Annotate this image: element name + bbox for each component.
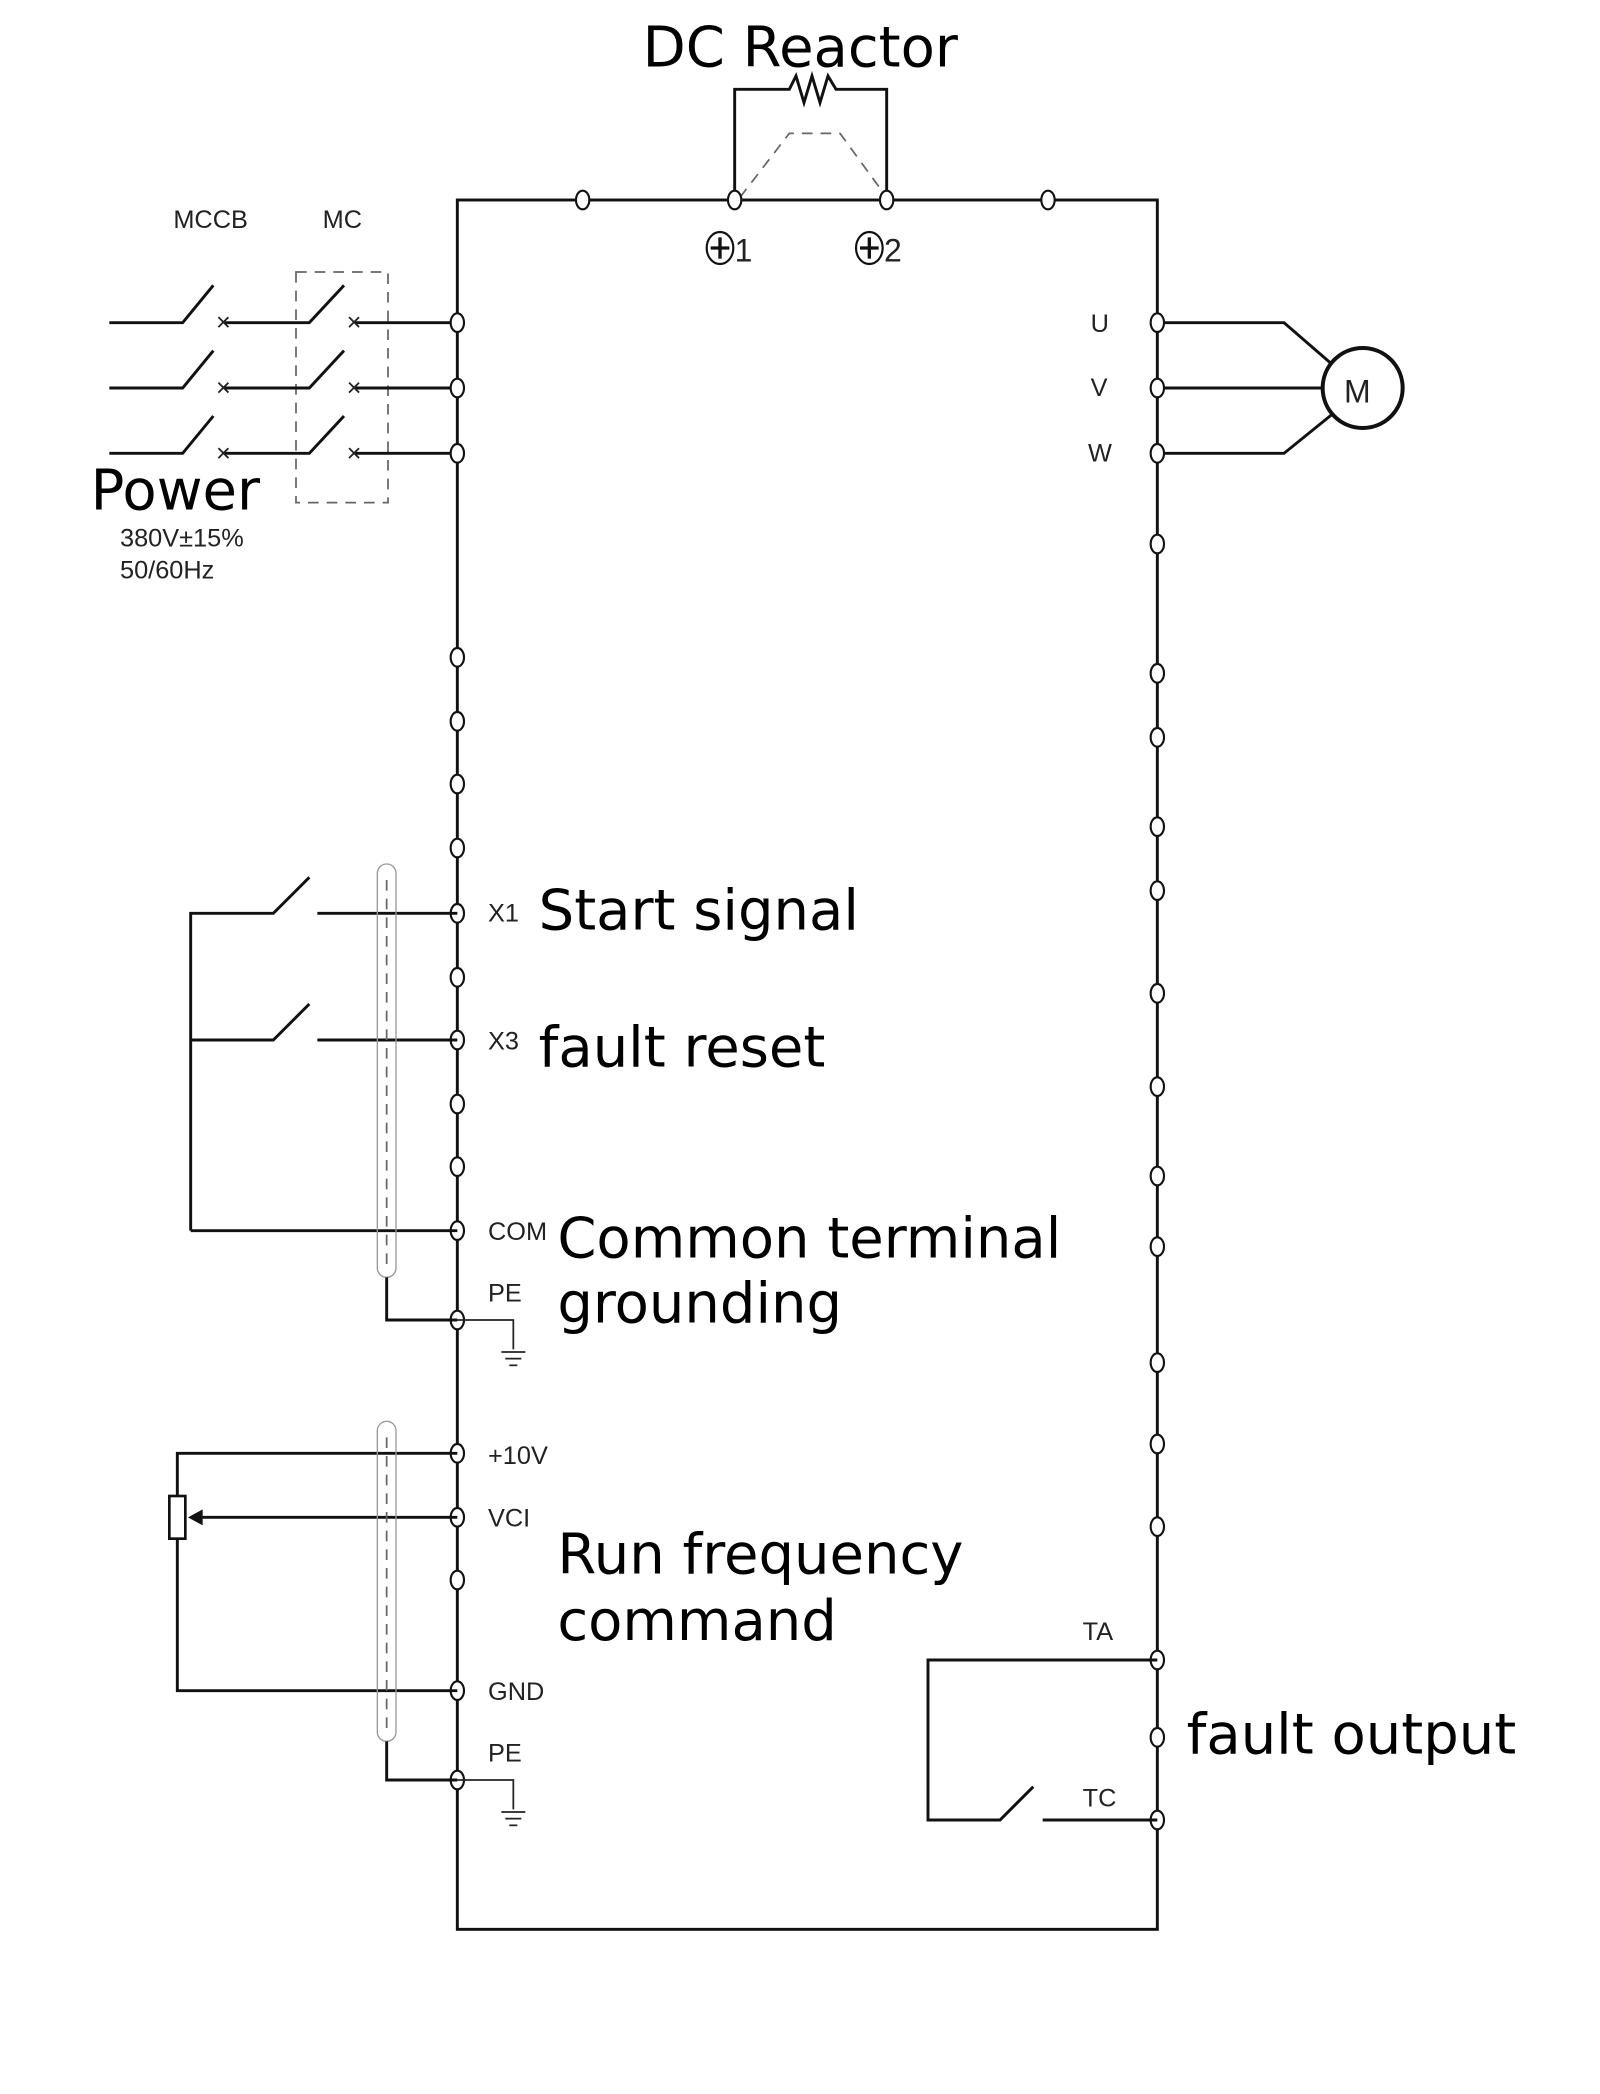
x1-label: X1 [488,899,519,927]
grounding-annotation: grounding [557,1272,842,1337]
shielded-cable-1 [376,863,458,1322]
v10-label: +10V [488,1442,548,1470]
diagram-title: DC Reactor [643,16,959,81]
fault-output-annotation: fault output [1187,1702,1517,1767]
svg-text:×: × [216,374,231,402]
shielded-cable-2 [376,1420,458,1782]
svg-text:×: × [216,309,231,337]
svg-text:×: × [216,439,231,467]
motor-wires [1164,321,1335,455]
pe2-label: PE [488,1739,522,1767]
svg-text:×: × [347,374,362,402]
phase-u-label: U [1091,310,1109,338]
phase-v-label: V [1091,374,1108,402]
dc-plus-1-icon [705,230,735,266]
x3-label: X3 [488,1027,519,1055]
fault-relay-wiring [926,1658,1158,1822]
command-annotation: command [557,1589,837,1654]
mccb-label: MCCB [173,206,248,234]
dc-terminal-1-label: 1 [735,232,753,268]
fault-reset-annotation: fault reset [539,1016,826,1081]
ta-label: TA [1083,1618,1114,1646]
power-label: Power [91,458,261,523]
motor-label: M [1344,374,1371,410]
gnd-label: GND [488,1678,544,1706]
ground-icon-2 [457,1779,526,1827]
svg-text:×: × [347,309,362,337]
dc-reactor-symbol [733,70,889,200]
potentiometer-icon [167,1494,187,1540]
common-terminal-annotation: Common terminal [557,1206,1061,1271]
dc-plus-2-icon [854,230,884,266]
inverter-box [455,198,1159,1931]
svg-text:×: × [347,439,362,467]
power-frequency: 50/60Hz [120,557,214,585]
vci-label: VCI [488,1505,530,1533]
top-terminals [574,189,1056,211]
motor-icon [1320,346,1405,430]
start-signal-annotation: Start signal [539,878,859,943]
pe-label: PE [488,1279,522,1307]
ground-icon [457,1319,526,1367]
potentiometer-wiring [175,1451,458,1693]
dc-terminal-2-label: 2 [884,232,902,268]
tc-label: TC [1083,1785,1117,1813]
power-input-lines: × × × × × × [109,284,458,467]
run-frequency-annotation: Run frequency [557,1522,963,1587]
phase-w-label: W [1088,439,1112,467]
mc-label: MC [323,206,362,234]
right-terminals [1149,312,1166,1831]
com-label: COM [488,1218,547,1246]
digital-input-wiring [189,876,458,1233]
power-voltage: 380V±15% [120,525,244,553]
